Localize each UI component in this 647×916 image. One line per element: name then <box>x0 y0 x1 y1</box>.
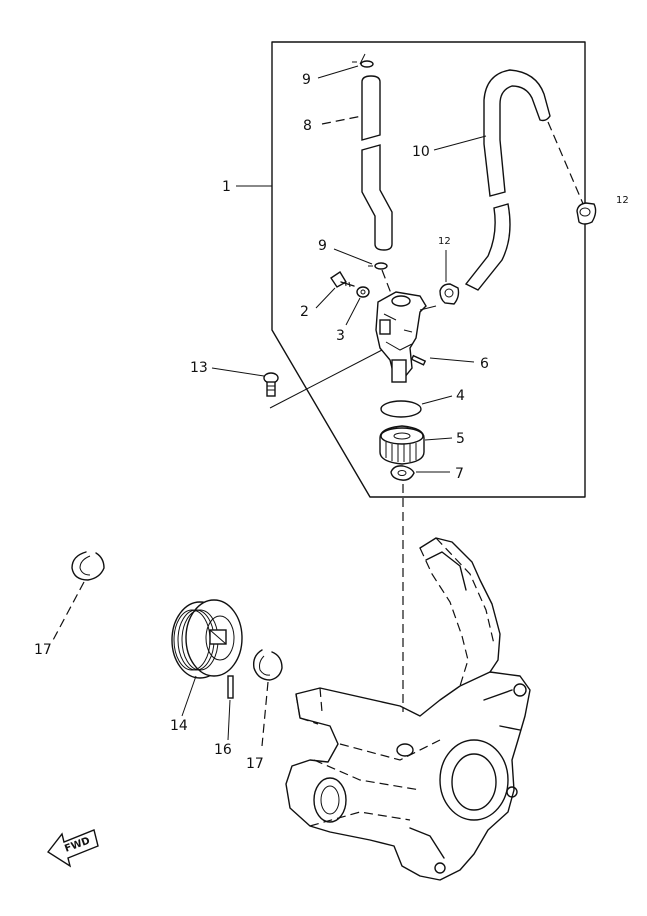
leader-17a <box>51 581 85 643</box>
callout-10: 10 <box>412 144 430 160</box>
leader-8 <box>321 115 363 125</box>
plug-12-inner <box>439 283 460 305</box>
leader-3 <box>345 297 361 326</box>
callout-1: 1 <box>222 179 231 195</box>
leader-2 <box>315 287 336 309</box>
callout-9a: 9 <box>302 72 311 88</box>
callout-5: 5 <box>456 431 465 447</box>
callout-4: 4 <box>456 388 465 404</box>
callout-7: 7 <box>455 466 464 482</box>
circlip-17-upper <box>71 551 105 581</box>
callout-13: 13 <box>190 360 208 376</box>
circlip-17-lower <box>252 649 283 681</box>
hose-8 <box>361 75 393 251</box>
oil-pump-body <box>375 291 437 383</box>
plug-12-outer <box>576 202 597 225</box>
clip-9-lower <box>368 262 388 270</box>
callout-17a: 17 <box>34 642 52 658</box>
pin-6 <box>410 354 427 366</box>
callout-17b: 17 <box>246 756 264 772</box>
leader-13 <box>211 367 265 377</box>
screw-2 <box>330 271 355 288</box>
callout-3: 3 <box>336 328 345 344</box>
callout-9b: 9 <box>318 238 327 254</box>
leader-14 <box>181 675 197 717</box>
screw-13 <box>263 372 279 397</box>
leader-9a <box>317 65 359 79</box>
leader-17b <box>261 681 269 747</box>
leader-9b <box>333 248 373 265</box>
callout-16: 16 <box>214 742 232 758</box>
gear-5 <box>379 425 425 465</box>
clip-7 <box>390 465 415 481</box>
forward-arrow-icon: FWD <box>46 829 99 868</box>
guide-hose-to-pump <box>381 269 393 297</box>
hose-10 <box>464 69 551 291</box>
clip-9-top <box>352 53 374 68</box>
o-ring-4 <box>380 400 422 418</box>
key-16 <box>227 675 234 699</box>
guide-hose-to-plug <box>547 121 585 207</box>
guide-screw-to-pump <box>269 349 383 409</box>
leader-10 <box>433 135 487 151</box>
callout-12a: 12 <box>616 195 629 206</box>
callout-6: 6 <box>480 356 489 372</box>
leader-16 <box>227 699 231 741</box>
washer-3 <box>356 286 370 298</box>
crankcase-housing <box>285 537 531 881</box>
leader-6 <box>429 357 475 363</box>
callout-2: 2 <box>300 304 309 320</box>
pulley-14 <box>171 599 243 679</box>
leader-4 <box>421 395 453 405</box>
callout-8: 8 <box>303 118 312 134</box>
leader-5 <box>424 437 453 441</box>
callout-12b: 12 <box>438 236 451 247</box>
callout-14: 14 <box>170 718 188 734</box>
assembly-boundary <box>271 41 586 498</box>
